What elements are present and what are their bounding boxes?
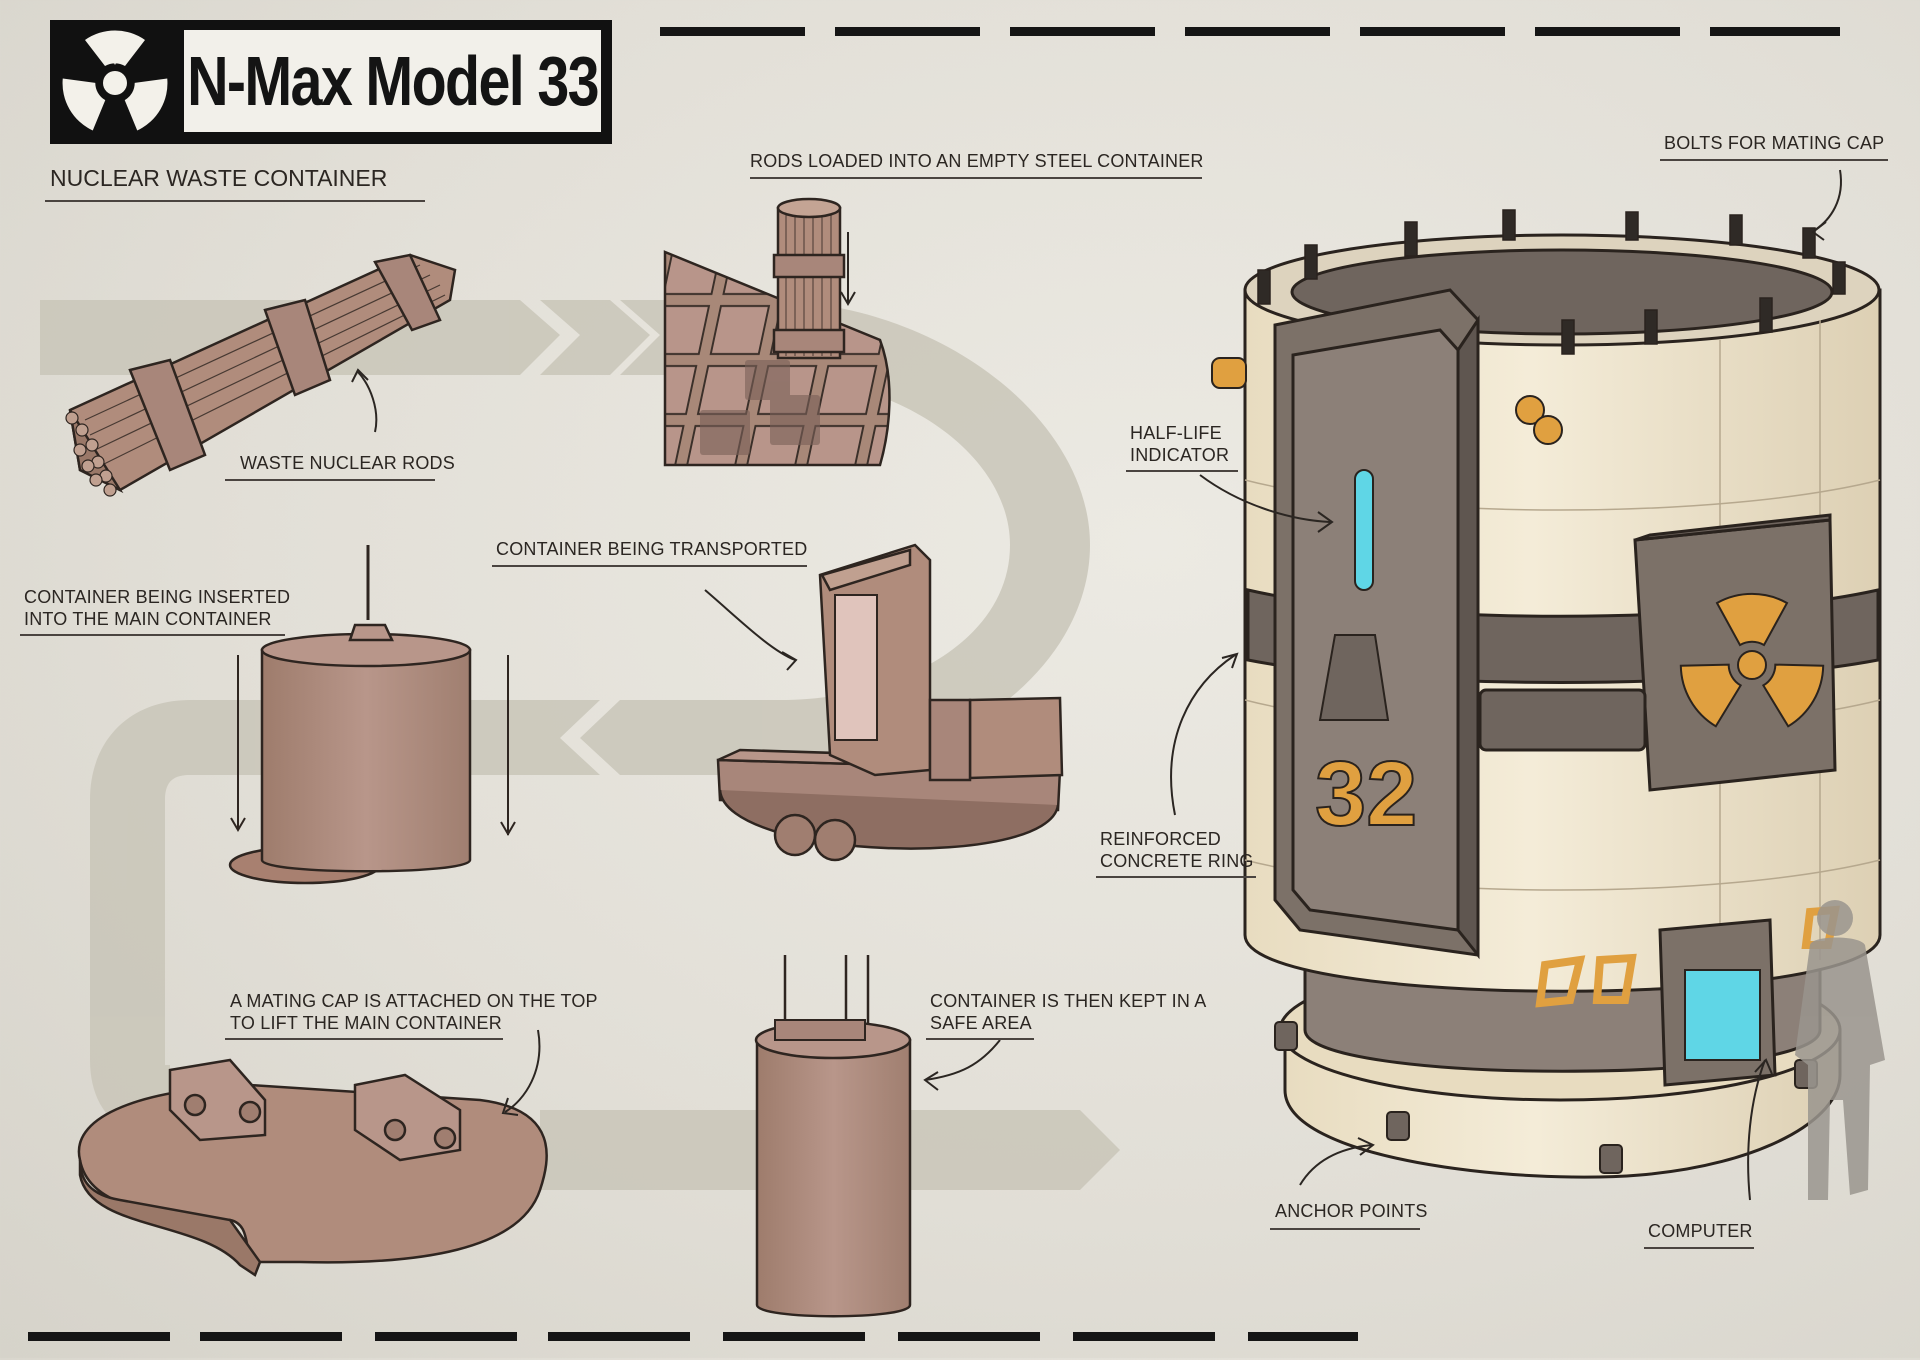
label-mating-cap-underline [225,1038,503,1040]
main-container-illustration: 32 [1211,209,1882,1179]
title-block: N-Max Model 33 [50,20,612,144]
waste-rods-sketch [65,253,457,497]
flow-chevron-3 [90,900,165,990]
label-computer-underline [1644,1247,1754,1249]
label-rods-loaded-text: RODS LOADED INTO AN EMPTY STEEL CONTAINE… [750,151,1204,171]
label-anchor-points: ANCHOR POINTS [1275,1200,1428,1222]
label-safe-area-line1: CONTAINER IS THEN KEPT IN A [930,991,1207,1011]
human-scale-silhouette [1795,900,1885,1200]
label-concrete-ring: REINFORCED CONCRETE RING [1100,828,1254,872]
label-safe-area-underline [926,1038,1034,1040]
label-rods-loaded-underline [750,177,1202,179]
flow-chevron-1 [540,300,650,375]
subtitle-underline [45,200,425,202]
radiation-icon [62,30,168,131]
label-computer-text: COMPUTER [1648,1221,1753,1241]
label-half-life-line1: HALF-LIFE [1130,423,1222,443]
title-icon-cell [53,23,177,141]
inserted-container-sketch [228,545,516,885]
radiation-symbol [1679,592,1825,728]
steel-container-grid-sketch [663,197,891,467]
page-title: N-Max Model 33 [187,42,599,120]
label-half-life: HALF-LIFE INDICATOR [1130,422,1229,466]
label-half-life-line2: INDICATOR [1130,445,1230,465]
label-rods-loaded: RODS LOADED INTO AN EMPTY STEEL CONTAINE… [750,150,1204,172]
label-concrete-ring-line1: REINFORCED [1100,829,1222,849]
label-bolts-text: BOLTS FOR MATING CAP [1664,133,1885,153]
page-subtitle: NUCLEAR WASTE CONTAINER [50,165,388,191]
label-inserted-line2: INTO THE MAIN CONTAINER [24,609,272,629]
label-concrete-ring-line2: CONCRETE RING [1100,851,1254,871]
container-number: 32 [1315,743,1417,845]
label-anchor-points-text: ANCHOR POINTS [1275,1201,1428,1221]
label-waste-rods: WASTE NUCLEAR RODS [240,452,455,474]
label-inserted-underline [20,634,285,636]
label-computer: COMPUTER [1648,1220,1753,1242]
rods-callout-arrow [357,371,378,433]
safe-container-sketch [754,955,912,1318]
label-inserted-line1: CONTAINER BEING INSERTED [24,587,291,607]
label-mating-cap-line2: TO LIFT THE MAIN CONTAINER [230,1013,502,1033]
label-bolts: BOLTS FOR MATING CAP [1664,132,1884,154]
dash-rule-bottom [28,1332,1358,1341]
flow-chevron-2 [580,700,690,775]
label-anchor-points-underline [1270,1228,1420,1230]
label-transported: CONTAINER BEING TRANSPORTED [496,538,807,560]
label-transported-underline [492,565,807,567]
safe-area-callout-arrow [924,1039,1001,1081]
label-mating-cap-line1: A MATING CAP IS ATTACHED ON THE TOP [230,991,598,1011]
dash-rule-top [660,27,1840,36]
label-mating-cap: A MATING CAP IS ATTACHED ON THE TOP TO L… [230,990,598,1034]
label-bolts-underline [1660,159,1888,161]
main-callouts [1170,169,1842,1201]
label-safe-area: CONTAINER IS THEN KEPT IN A SAFE AREA [930,990,1206,1034]
label-waste-rods-underline [225,479,435,481]
flow-curve-right [640,300,1090,775]
label-inserted: CONTAINER BEING INSERTED INTO THE MAIN C… [24,586,290,630]
mating-cap-callout-arrow [504,1029,541,1113]
title-text-cell: N-Max Model 33 [181,27,604,135]
transport-callout-arrow [704,589,796,661]
mating-cap-sketch [77,1058,548,1277]
label-waste-rods-text: WASTE NUCLEAR RODS [240,453,455,473]
label-safe-area-line2: SAFE AREA [930,1013,1032,1033]
label-half-life-underline [1126,470,1238,472]
rod-bundle-vertical [772,197,846,360]
label-transported-text: CONTAINER BEING TRANSPORTED [496,539,808,559]
label-concrete-ring-underline [1096,876,1256,878]
transport-vehicle-sketch [716,543,1064,862]
